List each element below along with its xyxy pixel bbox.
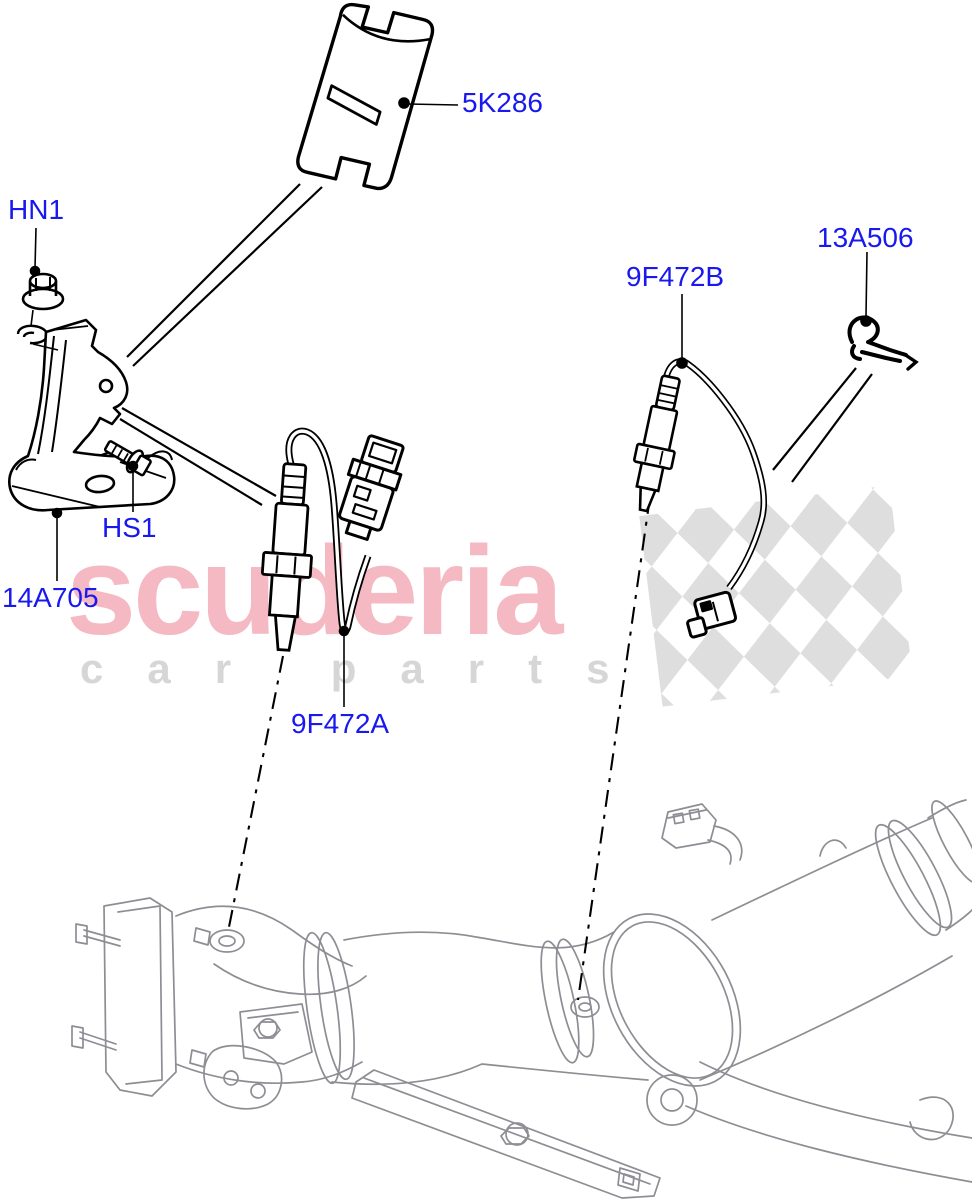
sensor-b-body	[633, 374, 681, 513]
sensor-a-connector	[338, 434, 405, 541]
sensor-boss-rear	[570, 996, 600, 1018]
part-label-9F472A[interactable]: 9F472A	[291, 708, 390, 739]
skid-bracket	[351, 1069, 661, 1199]
front-flange	[71, 897, 211, 1097]
part-label-9F472B[interactable]: 9F472B	[626, 261, 725, 292]
hanger-bracket	[661, 803, 743, 865]
watermark-brand: scuderia	[66, 520, 563, 661]
label-leaders	[29, 97, 872, 707]
part-label-HS1[interactable]: HS1	[102, 512, 157, 543]
muffler-body	[602, 799, 972, 1087]
exhaust-assembly	[71, 799, 972, 1199]
mounting-bracket-14A705	[8, 318, 176, 512]
clip-13A506	[847, 315, 919, 371]
nut-HN1	[21, 272, 65, 311]
sensor-boss-front	[209, 929, 245, 953]
downpipe	[175, 905, 649, 1086]
support-bracket	[203, 1003, 313, 1110]
lock-washer	[16, 324, 49, 345]
checkered-flag-watermark	[639, 485, 913, 707]
dash-leaders	[226, 496, 652, 1001]
part-label-5K286[interactable]: 5K286	[462, 87, 543, 118]
heat-shield-5K286	[296, 2, 435, 191]
dash-leader-9f472b	[576, 496, 652, 1001]
dash-leader-9f472a	[226, 655, 285, 933]
tail-pipe	[646, 1061, 972, 1183]
sensor-b-connector	[686, 590, 738, 639]
pointer-lines	[55, 183, 873, 506]
part-label-14A705[interactable]: 14A705	[2, 582, 99, 613]
sensor-9F472A	[260, 427, 405, 652]
sensor-a-body	[260, 462, 313, 652]
part-label-13A506[interactable]: 13A506	[817, 222, 914, 253]
part-label-HN1[interactable]: HN1	[8, 194, 65, 225]
